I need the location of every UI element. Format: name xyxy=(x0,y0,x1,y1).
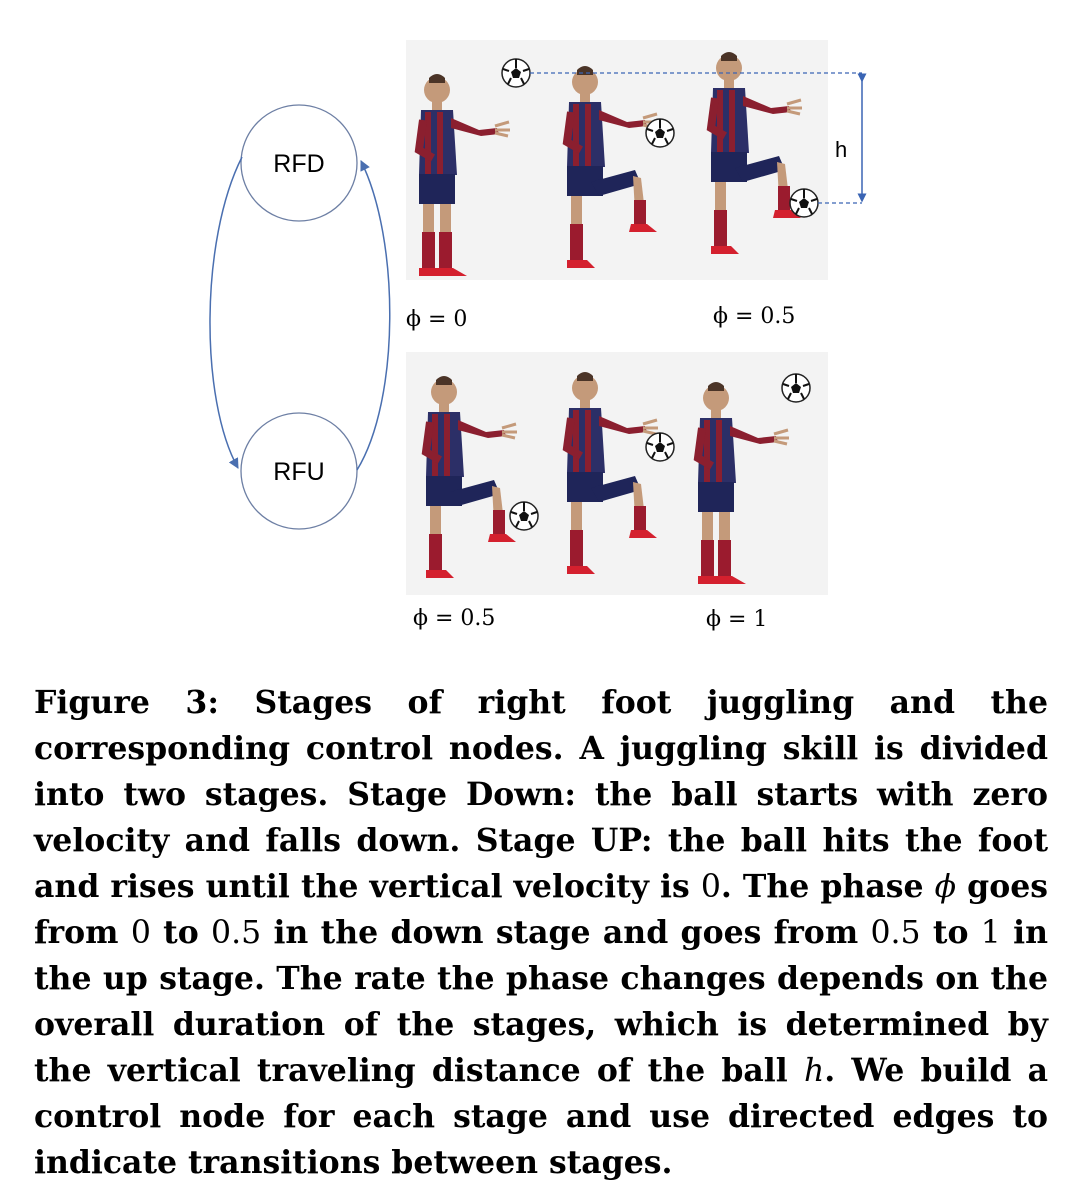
bottom-ball-3 xyxy=(781,373,811,403)
top-ball-2 xyxy=(645,118,675,148)
bottom-ball-2 xyxy=(645,432,675,462)
edge-rfu-to-rfd xyxy=(356,160,391,471)
caption-value-up-end: 1 xyxy=(980,915,1001,951)
top-panel-background xyxy=(406,40,828,280)
caption-text-6: in the up stage. The rate the phase chan… xyxy=(34,914,1048,1089)
caption-value-velocity-zero: 0 xyxy=(700,869,721,905)
caption-text-1: . The phase xyxy=(720,868,935,905)
phase-label-top-left: ϕ = 0 xyxy=(406,307,467,332)
node-rfu-label: RFU xyxy=(273,458,324,486)
top-ball-1 xyxy=(501,58,531,88)
phase-label-bottom-right: ϕ = 1 xyxy=(706,607,767,632)
phase-label-bottom-left: ϕ = 0.5 xyxy=(413,606,495,631)
caption-phi-symbol: ϕ xyxy=(934,869,957,905)
caption-text-3: to xyxy=(150,914,212,951)
caption-text-2: goes from xyxy=(34,868,1048,951)
node-rfd-label: RFD xyxy=(273,150,324,178)
figure-caption: Figure 3: Stages of right foot juggling … xyxy=(34,680,1048,1186)
figure-3-diagram: RFD RFU h ϕ = 0 ϕ = 0.5 ϕ = 0.5 ϕ = 1 xyxy=(209,40,867,632)
bottom-panel-background xyxy=(406,352,828,595)
edge-rfd-to-rfu xyxy=(209,156,243,469)
phase-label-top-right: ϕ = 0.5 xyxy=(713,304,795,329)
caption-h-symbol: h xyxy=(803,1053,825,1089)
node-rfu xyxy=(240,412,358,530)
bottom-ball-1 xyxy=(509,501,539,531)
top-ball-3 xyxy=(789,188,819,218)
caption-value-up-start: 0.5 xyxy=(870,915,921,951)
height-label: h xyxy=(835,137,847,162)
caption-text-5: to xyxy=(920,914,981,951)
node-rfd xyxy=(240,104,358,222)
caption-value-down-end: 0.5 xyxy=(211,915,262,951)
caption-text-lead: Figure 3: Stages of right foot juggling … xyxy=(34,684,1048,905)
caption-text-4: in the down stage and goes from xyxy=(261,914,871,951)
caption-value-down-start: 0 xyxy=(130,915,151,951)
